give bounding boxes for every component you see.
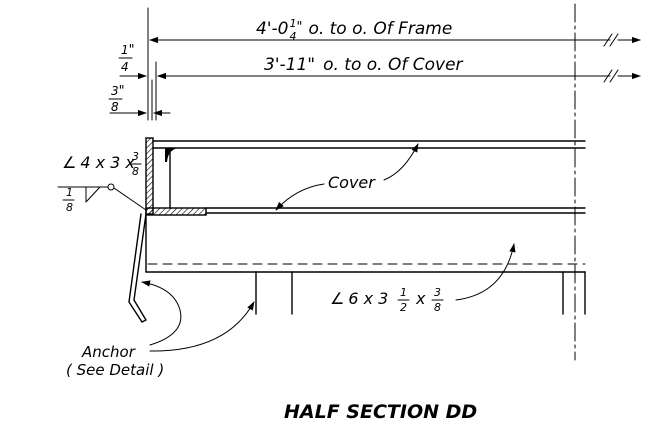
- anchor-label: Anchor: [81, 343, 136, 361]
- anchor-leader-left: [141, 280, 182, 346]
- cover-dimension: 3'-11"o. to o. Of Cover: [155, 55, 641, 121]
- support-right: [562, 271, 586, 315]
- angle-top-frac-num: 3: [132, 150, 139, 163]
- support-left: [255, 271, 293, 315]
- drawing-title: HALF SECTION DD: [284, 401, 477, 423]
- angle-bottom-x: x: [415, 289, 426, 308]
- fillet-weld: [165, 148, 178, 162]
- weld-frac-den: 8: [66, 201, 73, 214]
- weld-symbol: 1 8: [57, 183, 147, 214]
- angle-top-label: ∠4 x 3 x: [62, 153, 135, 172]
- three-eighths-dimension: 3" 8: [108, 79, 171, 121]
- eighth-fraction: 3": [111, 84, 125, 99]
- weld-all-around-icon: [107, 183, 115, 191]
- angle-bottom-frac-den: 8: [434, 301, 441, 314]
- angle-bottom-mid-num: 1: [400, 286, 407, 299]
- bottom-angle: [145, 214, 586, 273]
- quarter-fraction: 1": [121, 43, 135, 58]
- angle-top-callout: ∠4 x 3 x 3 8: [62, 150, 142, 178]
- angle-bottom-label: ∠6 x 3: [330, 289, 388, 308]
- cover-leader-bottom: [275, 183, 325, 211]
- quarter-inch-dimension: 1" 4: [118, 43, 176, 80]
- frame-break-symbol: [603, 33, 619, 47]
- quarter-fraction-den: 4: [121, 60, 129, 74]
- fillet-weld-icon: [85, 186, 101, 203]
- weld-arrow-leader: [113, 187, 147, 211]
- weld-frac-num: 1: [66, 186, 73, 199]
- anchor-leader-right: [149, 301, 255, 352]
- anchor-callout: Anchor ( See Detail ): [66, 280, 255, 379]
- cover-dimension-label: 3'-11"o. to o. Of Cover: [264, 55, 464, 75]
- eighth-fraction-den: 8: [111, 100, 119, 114]
- angle-top-frac-den: 8: [132, 165, 139, 178]
- anchor-detail-label: ( See Detail ): [66, 361, 164, 379]
- angle-bottom-callout: ∠6 x 3 1 2 x 3 8: [330, 243, 516, 314]
- cover-callout: Cover: [275, 143, 419, 211]
- frame-angle-vertical-leg: [145, 137, 154, 215]
- frame-angle-horizontal-leg: [145, 207, 207, 216]
- cover-break-symbol: [603, 69, 619, 83]
- angle-bottom-frac-num: 3: [434, 286, 441, 299]
- cover-leader-top: [383, 143, 419, 181]
- angle-bottom-mid-den: 2: [400, 301, 407, 314]
- cover-label: Cover: [328, 173, 376, 192]
- anchor-bar: [128, 213, 147, 323]
- cover-plate: [152, 140, 586, 214]
- angle-bottom-leader: [455, 243, 516, 301]
